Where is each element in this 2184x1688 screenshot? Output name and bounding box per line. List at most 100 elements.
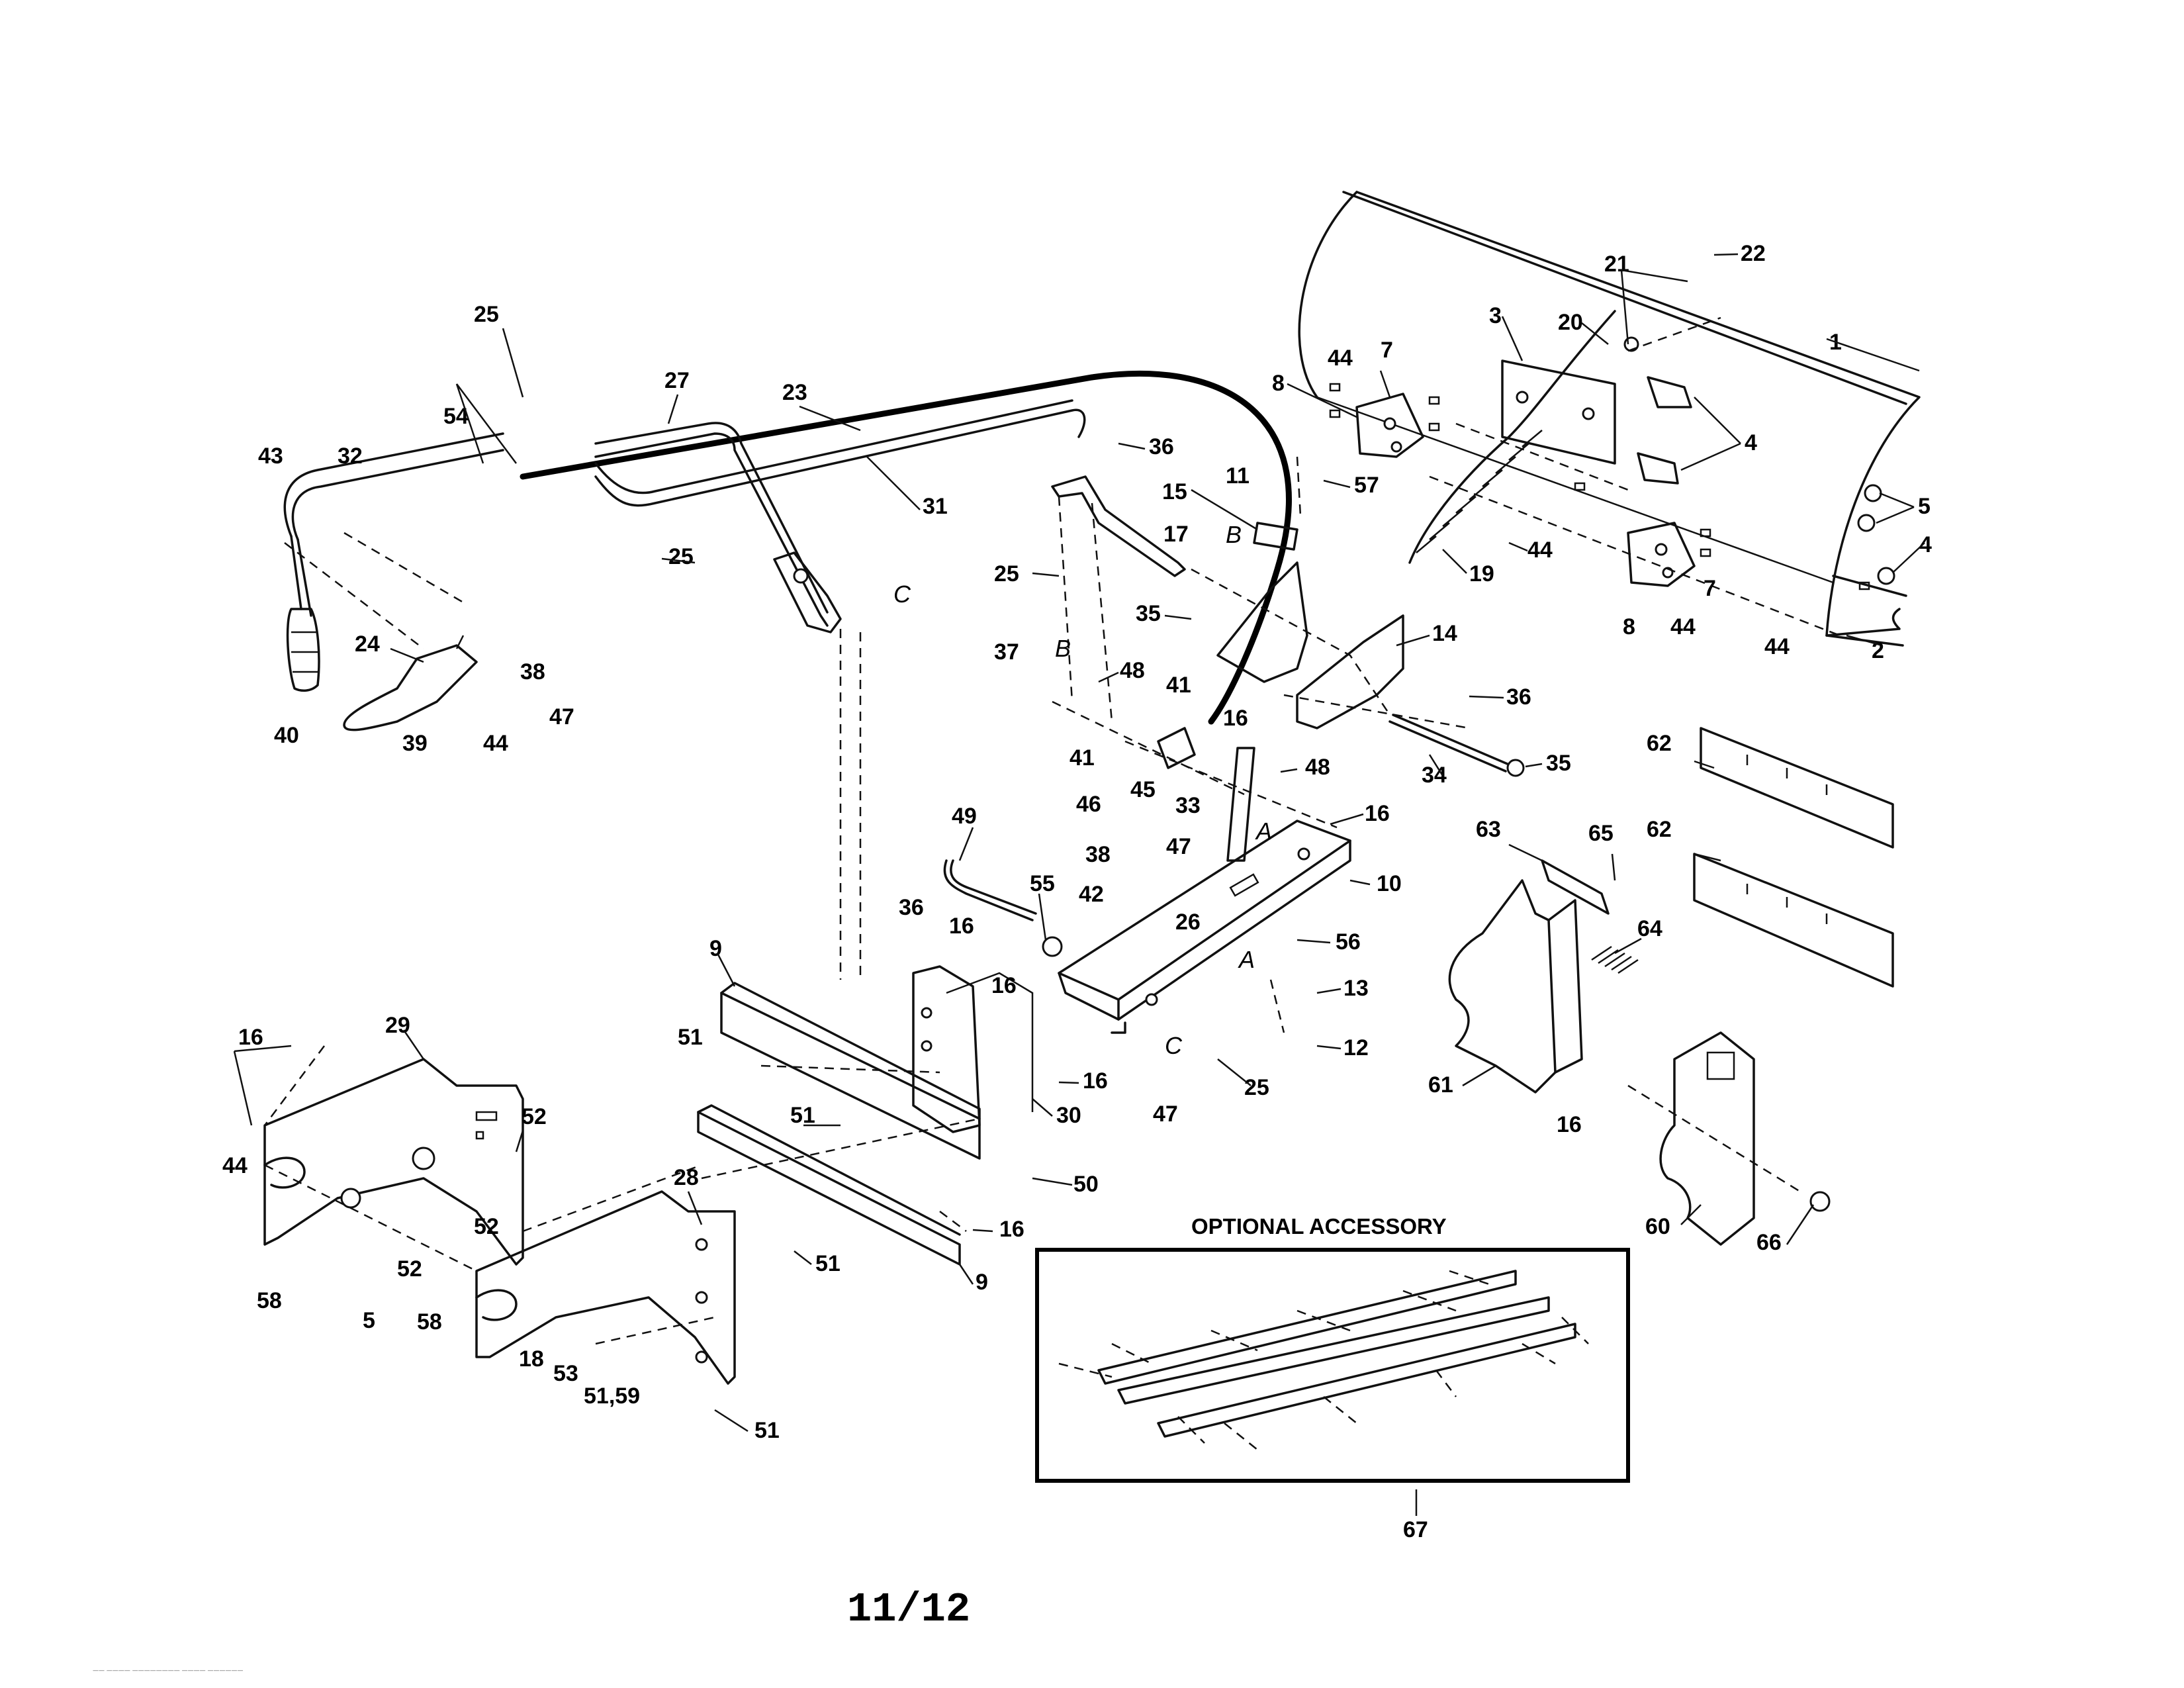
- callout-36: 36: [1506, 684, 1531, 710]
- callout-44: 44: [1328, 346, 1353, 371]
- callout-22: 22: [1741, 241, 1766, 266]
- extension-spring: [1408, 310, 1639, 564]
- callout-30: 30: [1056, 1103, 1081, 1128]
- callout-61: 61: [1428, 1072, 1453, 1098]
- ref-letter-c: C: [1165, 1032, 1183, 1059]
- callout-20: 20: [1558, 310, 1583, 335]
- callout-16: 16: [1083, 1068, 1108, 1094]
- optional-accessory-box: OPTIONAL ACCESSORY 67: [1035, 1214, 1630, 1542]
- callout-41: 41: [1069, 745, 1095, 771]
- callout-66: 66: [1756, 1230, 1782, 1255]
- callout-44: 44: [483, 731, 508, 756]
- callout-16: 16: [999, 1217, 1024, 1242]
- callout-4: 4: [1919, 532, 1932, 557]
- callout-52: 52: [522, 1104, 547, 1129]
- callout-5: 5: [363, 1308, 375, 1333]
- callout-23: 23: [782, 380, 807, 405]
- callout-18: 18: [519, 1346, 544, 1372]
- callout-51: 51: [790, 1103, 815, 1128]
- callout-35: 35: [1136, 601, 1161, 626]
- right-side-parts: [1448, 727, 1894, 1246]
- callout-16: 16: [991, 973, 1017, 998]
- leader-lines: [233, 253, 1925, 1516]
- callout-47: 47: [549, 704, 574, 729]
- callout-38: 38: [1085, 842, 1111, 867]
- callout-16: 16: [1223, 706, 1248, 731]
- callout-5: 5: [1918, 494, 1931, 519]
- callout-41: 41: [1166, 673, 1191, 698]
- callout-15: 15: [1162, 479, 1187, 504]
- mount-brackets: [263, 965, 1034, 1385]
- callout-44: 44: [1670, 614, 1696, 639]
- ref-letter-c: C: [893, 581, 911, 608]
- ref-letter-b: B: [1226, 521, 1242, 548]
- callout-47: 47: [1166, 834, 1191, 859]
- accessory-bar-middle: [1117, 1296, 1550, 1405]
- fine-print: —— ———— ———————— ———— ——————: [93, 1667, 243, 1674]
- lift-handle-assembly: [283, 370, 1292, 731]
- callout-51: 51: [678, 1025, 703, 1050]
- accessory-bar-upper: [1097, 1270, 1517, 1385]
- callout-17: 17: [1163, 522, 1189, 547]
- callout-31: 31: [923, 494, 948, 519]
- callout-16: 16: [1557, 1112, 1582, 1137]
- callout-64: 64: [1637, 916, 1662, 941]
- callout-12: 12: [1343, 1035, 1369, 1060]
- callout-35: 35: [1546, 751, 1571, 776]
- callout-62: 62: [1647, 731, 1672, 756]
- callout-65: 65: [1588, 821, 1614, 846]
- callout-11: 11: [1226, 463, 1250, 489]
- callout-24: 24: [355, 632, 380, 657]
- callout-9: 9: [976, 1270, 988, 1295]
- callout-58: 58: [417, 1309, 442, 1335]
- callout-7: 7: [1704, 576, 1716, 601]
- callout-43: 43: [258, 444, 283, 469]
- callout-7: 7: [1381, 338, 1393, 363]
- callout-37: 37: [994, 639, 1019, 665]
- optional-accessory-heading: OPTIONAL ACCESSORY: [1191, 1214, 1447, 1239]
- callout-51: 51: [754, 1418, 780, 1443]
- callout-62: 62: [1647, 817, 1672, 842]
- callout-60: 60: [1645, 1214, 1670, 1239]
- callout-55: 55: [1030, 871, 1055, 896]
- callout-48: 48: [1305, 755, 1330, 780]
- callout-57: 57: [1354, 473, 1379, 498]
- callout-33: 33: [1175, 793, 1201, 818]
- callout-3: 3: [1489, 303, 1502, 328]
- callout-53: 53: [553, 1361, 578, 1386]
- callout-25: 25: [994, 561, 1019, 586]
- callout-14: 14: [1432, 621, 1457, 646]
- callout-56: 56: [1336, 929, 1361, 955]
- callout-2: 2: [1872, 638, 1884, 663]
- callout-8: 8: [1623, 614, 1635, 639]
- callout-39: 39: [402, 731, 428, 756]
- callout-16: 16: [238, 1025, 263, 1050]
- callout-27: 27: [664, 368, 690, 393]
- callout-28: 28: [674, 1165, 699, 1190]
- callout-19: 19: [1469, 561, 1494, 586]
- callout-16: 16: [949, 914, 974, 939]
- ref-letter-b: B: [1055, 635, 1071, 662]
- callout-44: 44: [1527, 538, 1553, 563]
- callout-58: 58: [257, 1288, 282, 1313]
- center-linkage: [943, 475, 1525, 1034]
- callout-38: 38: [520, 659, 545, 684]
- callout-32: 32: [338, 444, 363, 469]
- callout-44: 44: [222, 1153, 248, 1178]
- callout-52: 52: [474, 1214, 499, 1239]
- callout-42: 42: [1079, 882, 1104, 907]
- callout-25: 25: [668, 544, 694, 569]
- callout-51-59: 51,59: [584, 1383, 640, 1409]
- callout-47: 47: [1153, 1102, 1178, 1127]
- callout-44: 44: [1764, 634, 1790, 659]
- assembly-lines: [264, 316, 1841, 1345]
- callout-52: 52: [397, 1256, 422, 1282]
- ref-letter-a: A: [1238, 946, 1255, 973]
- callout-46: 46: [1076, 792, 1101, 817]
- callout-21: 21: [1604, 252, 1629, 277]
- callouts: 1 22 21 20 3 44 7 8 4 5 4 2 44 44 8 7 44…: [222, 241, 1932, 1443]
- callout-49: 49: [952, 804, 977, 829]
- callout-51: 51: [815, 1251, 841, 1276]
- callout-63: 63: [1476, 817, 1501, 842]
